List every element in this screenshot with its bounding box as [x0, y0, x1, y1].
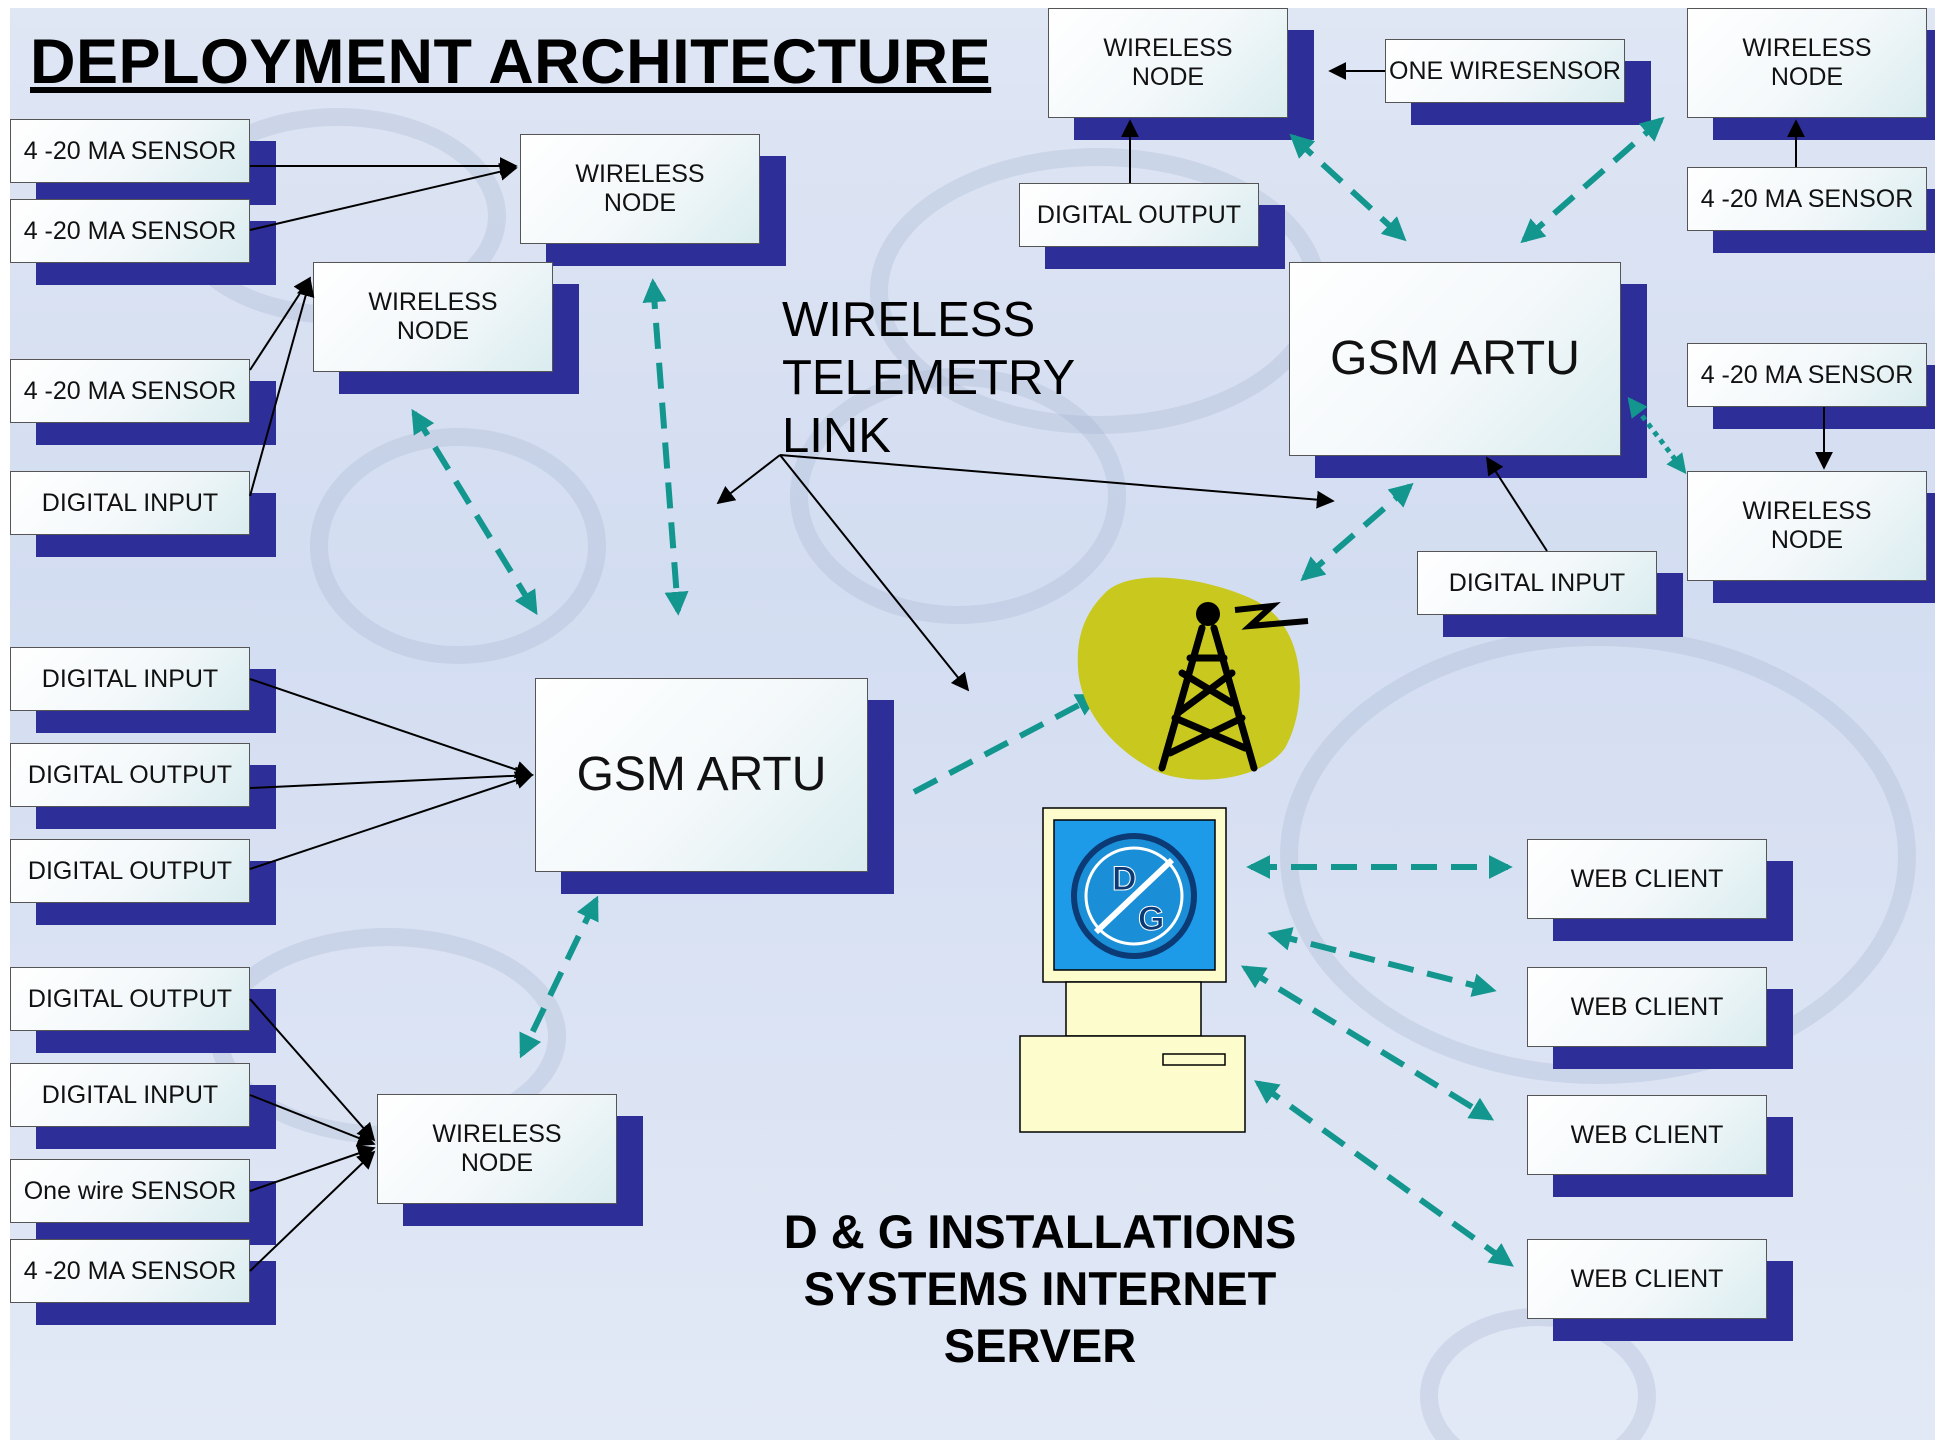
link-line [779, 454, 1335, 509]
dg-logo: D G [1071, 833, 1197, 959]
left-digital-input-3: DIGITAL INPUT [10, 1063, 250, 1127]
wireless-link-dotted [1627, 396, 1687, 475]
right-sensor-2: 4 -20 MA SENSOR [1687, 343, 1927, 407]
web-client-4: WEB CLIENT [1527, 1239, 1767, 1319]
link-line [249, 162, 518, 231]
wireless-node-top-right: WIRELESS NODE [1687, 8, 1927, 118]
connection-layer: D G [249, 62, 1833, 1272]
left-digital-output-1: DIGITAL OUTPUT [10, 743, 250, 807]
link-line [716, 454, 781, 505]
radio-tower-icon [1077, 577, 1309, 780]
wireless-node-top-mid: WIRELESS NODE [1048, 8, 1288, 118]
left-digital-input-2: DIGITAL INPUT [10, 647, 250, 711]
wireless-link [1254, 1080, 1514, 1267]
link-line [249, 278, 315, 497]
left-digital-output-3: DIGITAL OUTPUT [10, 967, 250, 1031]
link-line [249, 766, 534, 789]
left-sensor-2: 4 -20 MA SENSOR [10, 199, 250, 263]
logo-letter-g: G [1138, 900, 1164, 938]
wireless-node-a: WIRELESS NODE [520, 134, 760, 244]
solid-links [249, 62, 1833, 1272]
right-sensor-1: 4 -20 MA SENSOR [1687, 167, 1927, 231]
wireless-link [519, 895, 599, 1059]
digital-output-top: DIGITAL OUTPUT [1019, 183, 1259, 247]
wireless-node-right: WIRELESS NODE [1687, 471, 1927, 581]
logo-letter-d: D [1112, 860, 1137, 898]
link-line [249, 276, 311, 371]
wireless-link [642, 278, 689, 616]
wireless-links [411, 116, 1665, 1267]
link-line [249, 1094, 376, 1147]
left-digital-input-1: DIGITAL INPUT [10, 471, 250, 535]
gsm-artu-right: GSM ARTU [1289, 262, 1621, 456]
server-computer-icon: D G [1019, 807, 1246, 1133]
one-wiresensor: ONE WIRESENSOR [1385, 39, 1625, 103]
link-line [249, 771, 534, 870]
wireless-link [1289, 133, 1407, 242]
page-title: DEPLOYMENT ARCHITECTURE [30, 27, 992, 97]
diagram-canvas: DEPLOYMENT ARCHITECTURE 4 -20 MA SENSOR … [10, 8, 1935, 1440]
wireless-link [912, 693, 1101, 795]
link-line [249, 1150, 376, 1272]
server-label: D & G INSTALLATIONS SYSTEMS INTERNET SER… [783, 1205, 1297, 1372]
digital-input-right: DIGITAL INPUT [1417, 551, 1657, 615]
wireless-node-c: WIRELESS NODE [377, 1094, 617, 1204]
left-sensor-3: 4 -20 MA SENSOR [10, 359, 250, 423]
web-client-2: WEB CLIENT [1527, 967, 1767, 1047]
link-line [1486, 456, 1548, 552]
link-line [249, 678, 534, 779]
wireless-link [1267, 927, 1497, 997]
gsm-artu-left: GSM ARTU [535, 678, 868, 872]
link-line [249, 998, 376, 1142]
telemetry-label: WIRELESS TELEMETRY LINK [782, 293, 1076, 463]
wireless-link [411, 408, 538, 616]
web-client-3: WEB CLIENT [1527, 1095, 1767, 1175]
left-sensor-1: 4 -20 MA SENSOR [10, 119, 250, 183]
link-line [249, 1144, 376, 1192]
wireless-node-b: WIRELESS NODE [313, 262, 553, 372]
wireless-link [1240, 965, 1495, 1121]
wireless-link [1520, 116, 1665, 244]
left-sensor-4: 4 -20 MA SENSOR [10, 1239, 250, 1303]
wireless-link [1300, 482, 1414, 582]
link-line [779, 454, 970, 692]
left-one-wire-sensor: One wire SENSOR [10, 1159, 250, 1223]
web-client-1: WEB CLIENT [1527, 839, 1767, 919]
left-digital-output-2: DIGITAL OUTPUT [10, 839, 250, 903]
